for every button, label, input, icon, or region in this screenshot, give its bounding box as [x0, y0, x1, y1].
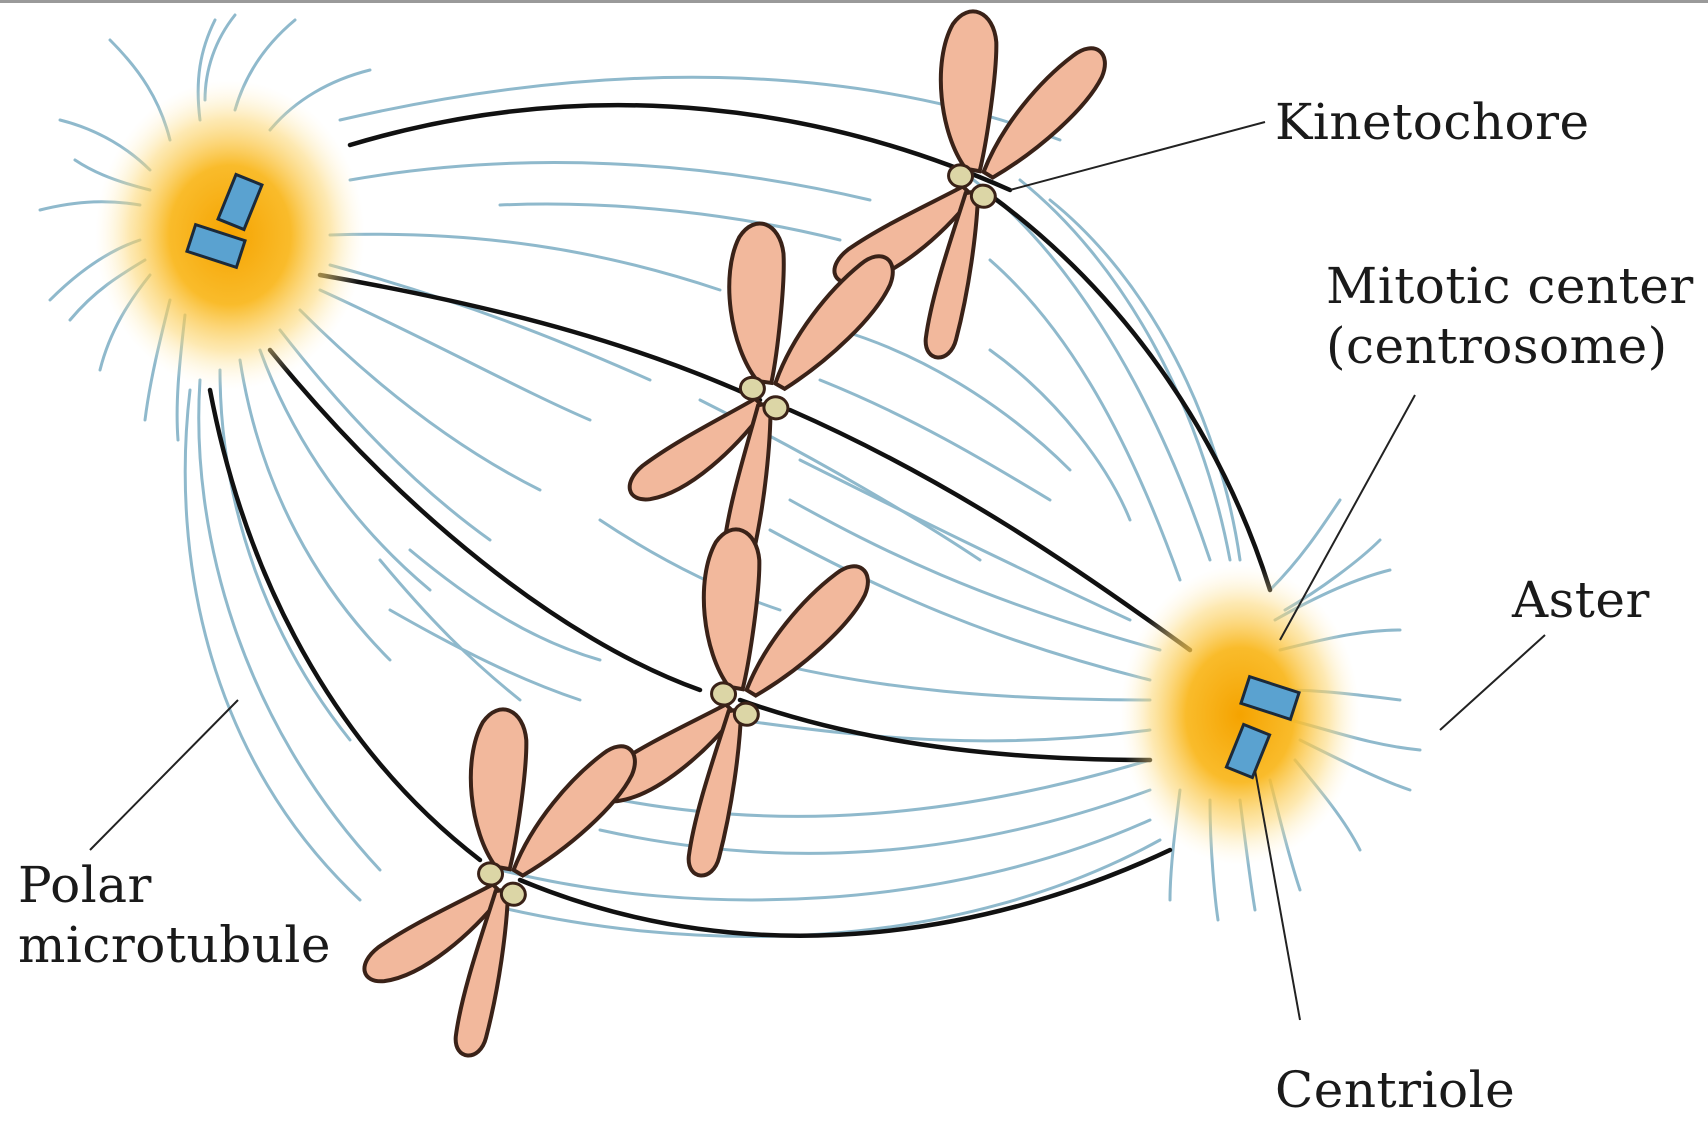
aster-leader: [1440, 635, 1545, 730]
polar-microtubule-leader: [90, 700, 238, 850]
label-centriole: Centriole: [1275, 1060, 1515, 1120]
label-mitotic-center-line2: (centrosome): [1326, 316, 1694, 376]
label-polar-line1: Polar: [18, 855, 331, 915]
chromosome-3: [586, 513, 874, 895]
right-centrosome: [1120, 565, 1360, 865]
label-polar-microtubule: Polar microtubule: [18, 855, 331, 975]
label-polar-line2: microtubule: [18, 915, 331, 975]
label-kinetochore: Kinetochore: [1275, 92, 1590, 152]
label-aster: Aster: [1512, 570, 1650, 630]
label-mitotic-center-line1: Mitotic center: [1326, 256, 1694, 316]
chromosome-2: [620, 211, 897, 587]
mitotic-center-leader: [1280, 395, 1415, 640]
chromosome-4: [353, 693, 641, 1075]
label-mitotic-center: Mitotic center (centrosome): [1326, 256, 1694, 376]
